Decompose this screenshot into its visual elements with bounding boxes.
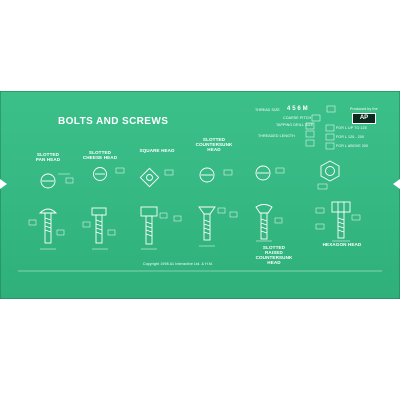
label-hexagon-head: HEXAGON HEAD: [322, 242, 362, 247]
threaded-length-label: THREADED LENGTH: [258, 134, 295, 138]
brand-caption: Produced by the: [350, 107, 378, 111]
thread-sizes: 4 5 6 M: [287, 106, 308, 112]
thread-size-label: THREAD SIZE: [255, 108, 280, 112]
cheese-head-side-view: [82, 207, 116, 250]
copyright: Copyright 1998 A1 Interactive Ltd. & H.M…: [142, 262, 214, 266]
cheese-head-view: [93, 167, 107, 181]
pan-head-view: [40, 173, 56, 189]
tapping-drill-label: TAPPING DRILL SIZE: [276, 123, 314, 127]
pan-head-side-view: [28, 208, 65, 250]
hexagon-head-view: [320, 160, 340, 182]
chart-title: BOLTS AND SCREWS: [58, 116, 169, 127]
thread-table-box: [326, 105, 336, 113]
countersunk-side-view: [198, 206, 238, 247]
square-head-view: [139, 167, 160, 188]
for-row-1: FOR L UP TO 125: [336, 126, 367, 130]
square-head-side-view: [140, 206, 182, 250]
label-slotted-raised-countersunk-head: SLOTTED RAISED COUNTERSUNK HEAD: [255, 245, 293, 265]
raised-countersunk-head-view: [255, 165, 271, 181]
for-row-2: FOR L 125 - 200: [336, 135, 365, 139]
brand-logo: AP: [352, 113, 376, 124]
label-square-head: SQUARE HEAD: [139, 148, 175, 153]
countersunk-head-view: [199, 167, 215, 183]
label-slotted-countersunk-head: SLOTTED COUNTERSUNK HEAD: [195, 137, 233, 152]
coarse-pitch-label: COARSE PITCH: [283, 116, 312, 120]
for-row-3: FOR L ABOVE 200: [336, 144, 369, 148]
raised-countersunk-side-view: [255, 204, 283, 242]
stencil-panel: [0, 91, 400, 299]
hexagon-side-view: [315, 201, 361, 242]
